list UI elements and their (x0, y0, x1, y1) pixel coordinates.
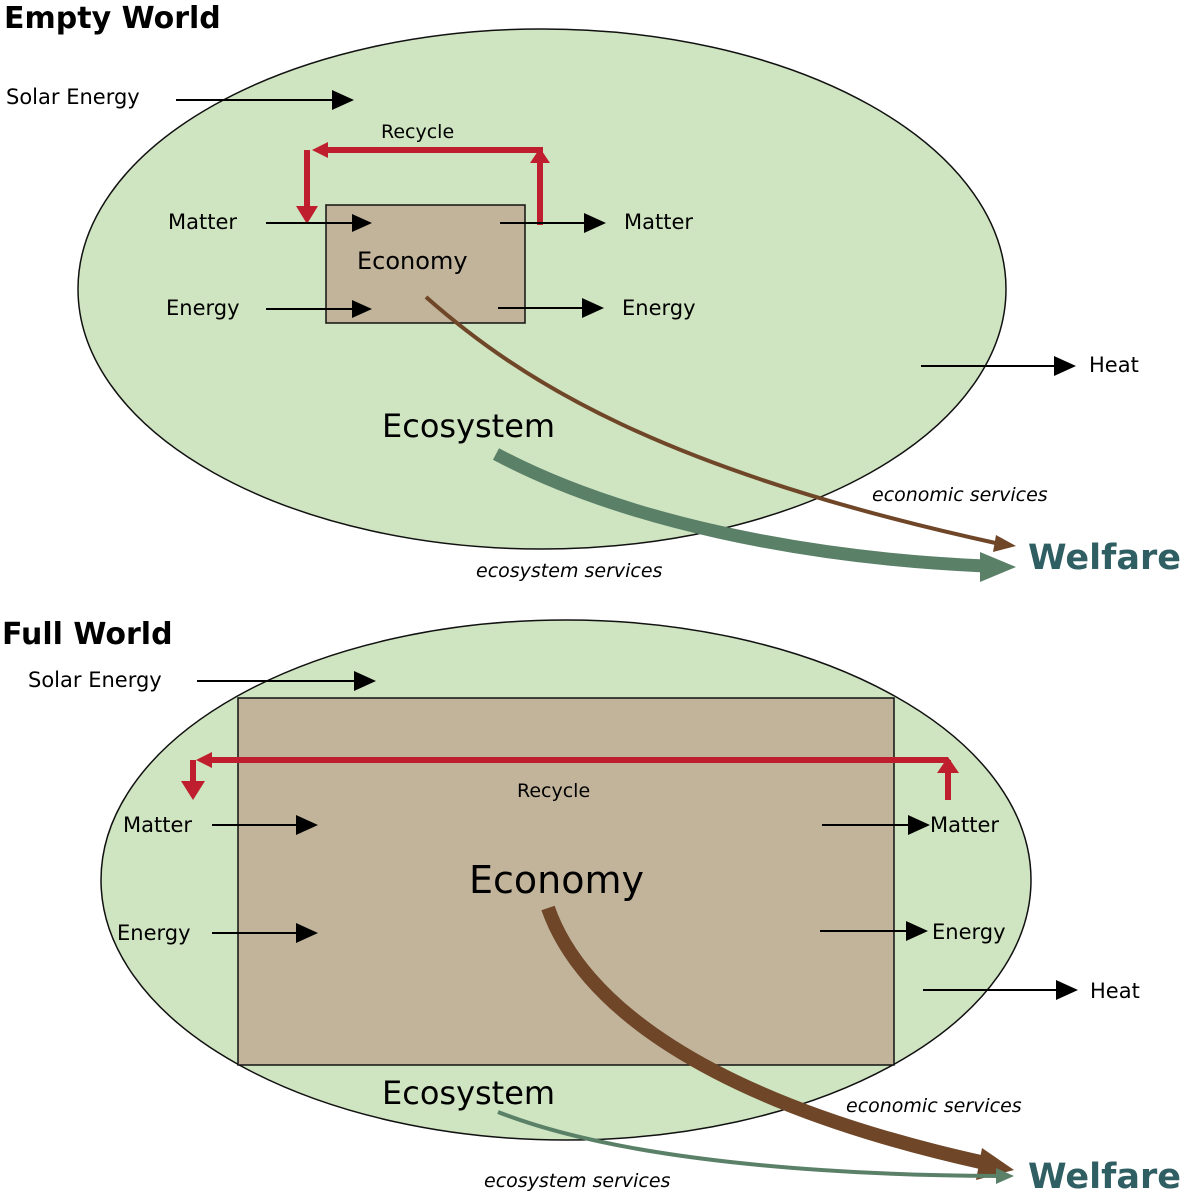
empty-solar-energy-label: Solar Energy (6, 85, 140, 109)
full-recycle-label: Recycle (517, 780, 590, 802)
empty-ecosystem-label: Ecosystem (382, 407, 555, 445)
full-ecosystem-services-arrow (497, 1110, 1014, 1184)
full-recycle-arrow (181, 752, 959, 800)
full-energy-out-label: Energy (932, 920, 1006, 944)
empty-matter-in-arrow (266, 214, 372, 232)
empty-recycle-arrow (296, 142, 550, 225)
full-heat-label: Heat (1090, 979, 1140, 1003)
full-matter-in-arrow (212, 815, 318, 835)
empty-economic-services-label: economic services (872, 484, 1048, 506)
full-economy-label: Economy (469, 858, 644, 902)
full-ecosystem-services-label: ecosystem services (484, 1170, 671, 1192)
empty-economic-services-arrow (424, 295, 1016, 552)
full-matter-out-label: Matter (930, 813, 999, 837)
full-world-title: Full World (2, 617, 173, 652)
empty-solar-energy-arrow (176, 90, 354, 110)
full-solar-energy-arrow (197, 671, 376, 691)
empty-matter-out-label: Matter (624, 210, 693, 234)
empty-ecosystem-services-label: ecosystem services (476, 560, 663, 582)
full-ecosystem-label: Ecosystem (382, 1074, 555, 1112)
full-heat-arrow (923, 980, 1078, 1000)
empty-energy-in-label: Energy (166, 296, 240, 320)
empty-energy-out-arrow (498, 298, 604, 318)
empty-world-panel: Empty World Solar Energy Recycle Matter (4, 1, 1181, 582)
full-energy-out-arrow (820, 921, 928, 941)
empty-heat-label: Heat (1089, 353, 1139, 377)
empty-world-title: Empty World (4, 1, 221, 36)
full-welfare-label: Welfare (1028, 1157, 1181, 1197)
empty-recycle-label: Recycle (381, 121, 454, 143)
empty-ecosystem-services-arrow (492, 448, 1016, 582)
empty-energy-out-label: Energy (622, 296, 696, 320)
empty-welfare-label: Welfare (1028, 538, 1181, 578)
full-energy-in-arrow (212, 923, 318, 943)
full-world-panel: Full World Solar Energy Recycle Matter (2, 617, 1181, 1197)
full-matter-out-arrow (822, 815, 930, 835)
empty-economy-label: Economy (357, 247, 468, 275)
empty-heat-arrow (921, 356, 1076, 376)
empty-matter-in-label: Matter (168, 210, 237, 234)
full-solar-energy-label: Solar Energy (28, 668, 162, 692)
empty-energy-in-arrow (266, 300, 372, 318)
full-energy-in-label: Energy (117, 921, 191, 945)
empty-matter-out-arrow (500, 213, 606, 233)
full-matter-in-label: Matter (123, 813, 192, 837)
full-economic-services-label: economic services (846, 1095, 1022, 1117)
